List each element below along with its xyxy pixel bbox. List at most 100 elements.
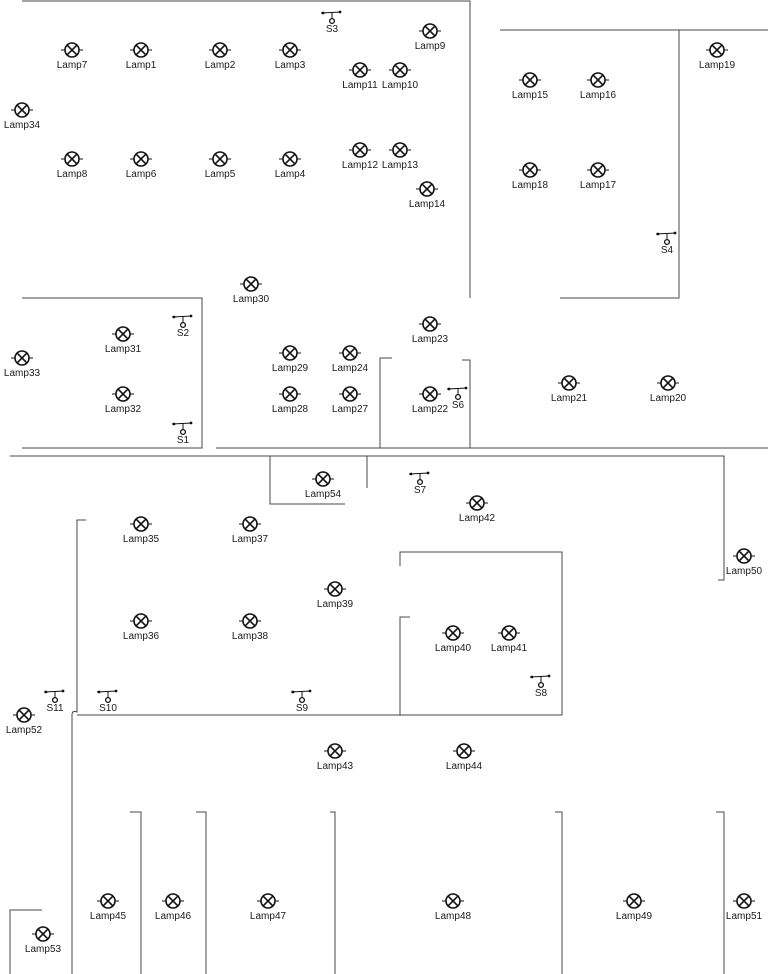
switch-label: S9 <box>295 703 309 714</box>
lamp-icon <box>389 142 411 158</box>
lamp-icon <box>162 893 184 909</box>
lamp-icon <box>519 162 541 178</box>
wall <box>560 30 680 299</box>
switch-icon <box>655 231 677 246</box>
lamp-icon <box>587 72 609 88</box>
lamp-icon <box>97 893 119 909</box>
switch-label: S6 <box>451 400 465 411</box>
lamp-icon <box>324 581 346 597</box>
lamp-label: Lamp32 <box>104 404 142 415</box>
lamp-label: Lamp48 <box>434 911 472 922</box>
lamp-label: Lamp46 <box>154 911 192 922</box>
lamp-label: Lamp24 <box>331 363 369 374</box>
lamp-label: Lamp41 <box>490 643 528 654</box>
lamp-label: Lamp27 <box>331 404 369 415</box>
lamp-icon <box>558 375 580 391</box>
switch-icon <box>446 386 468 401</box>
switch-icon <box>43 689 65 704</box>
lamp-icon <box>209 42 231 58</box>
lamp-icon <box>239 516 261 532</box>
lamp-label: Lamp4 <box>274 169 306 180</box>
walls <box>9 0 768 974</box>
wall <box>379 357 392 448</box>
lamp-icon <box>112 386 134 402</box>
lamp-icon <box>419 386 441 402</box>
lamp-label: Lamp45 <box>89 911 127 922</box>
lamp-icon <box>706 42 728 58</box>
lamp-icon <box>11 102 33 118</box>
lamp-label: Lamp42 <box>458 513 496 524</box>
lamp-icon <box>13 707 35 723</box>
lamp-label: Lamp23 <box>411 334 449 345</box>
lamp-label: Lamp20 <box>649 393 687 404</box>
lamp-label: Lamp39 <box>316 599 354 610</box>
wall <box>196 811 207 974</box>
lamp-icon <box>587 162 609 178</box>
switch-symbols <box>43 10 677 704</box>
lamp-label: Lamp38 <box>231 631 269 642</box>
wall <box>716 811 725 974</box>
lamp-icon <box>339 386 361 402</box>
lamp-icon <box>466 495 488 511</box>
switch-label: S1 <box>176 435 190 446</box>
lamp-label: Lamp16 <box>579 90 617 101</box>
lamp-icon <box>453 743 475 759</box>
wall <box>269 456 345 505</box>
lamp-icon <box>130 42 152 58</box>
lamp-label: Lamp19 <box>698 60 736 71</box>
lamp-icon <box>240 276 262 292</box>
lamp-icon <box>349 142 371 158</box>
lamp-label: Lamp36 <box>122 631 160 642</box>
lamp-icon <box>419 316 441 332</box>
wall <box>22 0 471 298</box>
lamp-label: Lamp7 <box>56 60 88 71</box>
lamp-label: Lamp51 <box>725 911 763 922</box>
switch-icon <box>171 314 193 329</box>
switch-label: S2 <box>176 328 190 339</box>
lamp-icon <box>279 42 301 58</box>
lamp-label: Lamp22 <box>411 404 449 415</box>
lamp-label: Lamp49 <box>615 911 653 922</box>
lamp-label: Lamp52 <box>5 725 43 736</box>
lamp-label: Lamp9 <box>414 41 446 52</box>
switch-icon <box>290 689 312 704</box>
wall <box>555 811 563 974</box>
wall <box>462 359 471 448</box>
switch-label: S7 <box>413 485 427 496</box>
switch-icon <box>529 674 551 689</box>
lamp-label: Lamp44 <box>445 761 483 772</box>
wall <box>71 519 86 974</box>
lamp-icon <box>11 350 33 366</box>
lamp-icon <box>657 375 679 391</box>
lamp-icon <box>61 151 83 167</box>
switch-icon <box>171 421 193 436</box>
lamp-icon <box>130 613 152 629</box>
lamp-label: Lamp35 <box>122 534 160 545</box>
lamp-label: Lamp17 <box>579 180 617 191</box>
wall <box>9 909 42 974</box>
lamp-label: Lamp43 <box>316 761 354 772</box>
lamp-icon <box>623 893 645 909</box>
lamp-icon <box>279 345 301 361</box>
switch-icon <box>96 689 118 704</box>
lamp-label: Lamp37 <box>231 534 269 545</box>
lamp-label: Lamp14 <box>408 199 446 210</box>
lamp-icon <box>416 181 438 197</box>
lamp-icon <box>733 893 755 909</box>
lamp-label: Lamp18 <box>511 180 549 191</box>
lamp-label: Lamp10 <box>381 80 419 91</box>
lamp-icon <box>257 893 279 909</box>
wall <box>22 297 203 449</box>
switch-label: S11 <box>46 703 64 714</box>
lamp-icon <box>498 625 520 641</box>
wall <box>330 811 336 974</box>
lamp-icon <box>279 386 301 402</box>
lamp-label: Lamp5 <box>204 169 236 180</box>
lamp-label: Lamp47 <box>249 911 287 922</box>
lamp-label: Lamp12 <box>341 160 379 171</box>
lamp-icon <box>239 613 261 629</box>
switch-label: S10 <box>99 703 117 714</box>
lamp-icon <box>324 743 346 759</box>
lamp-icon <box>519 72 541 88</box>
lamp-label: Lamp8 <box>56 169 88 180</box>
